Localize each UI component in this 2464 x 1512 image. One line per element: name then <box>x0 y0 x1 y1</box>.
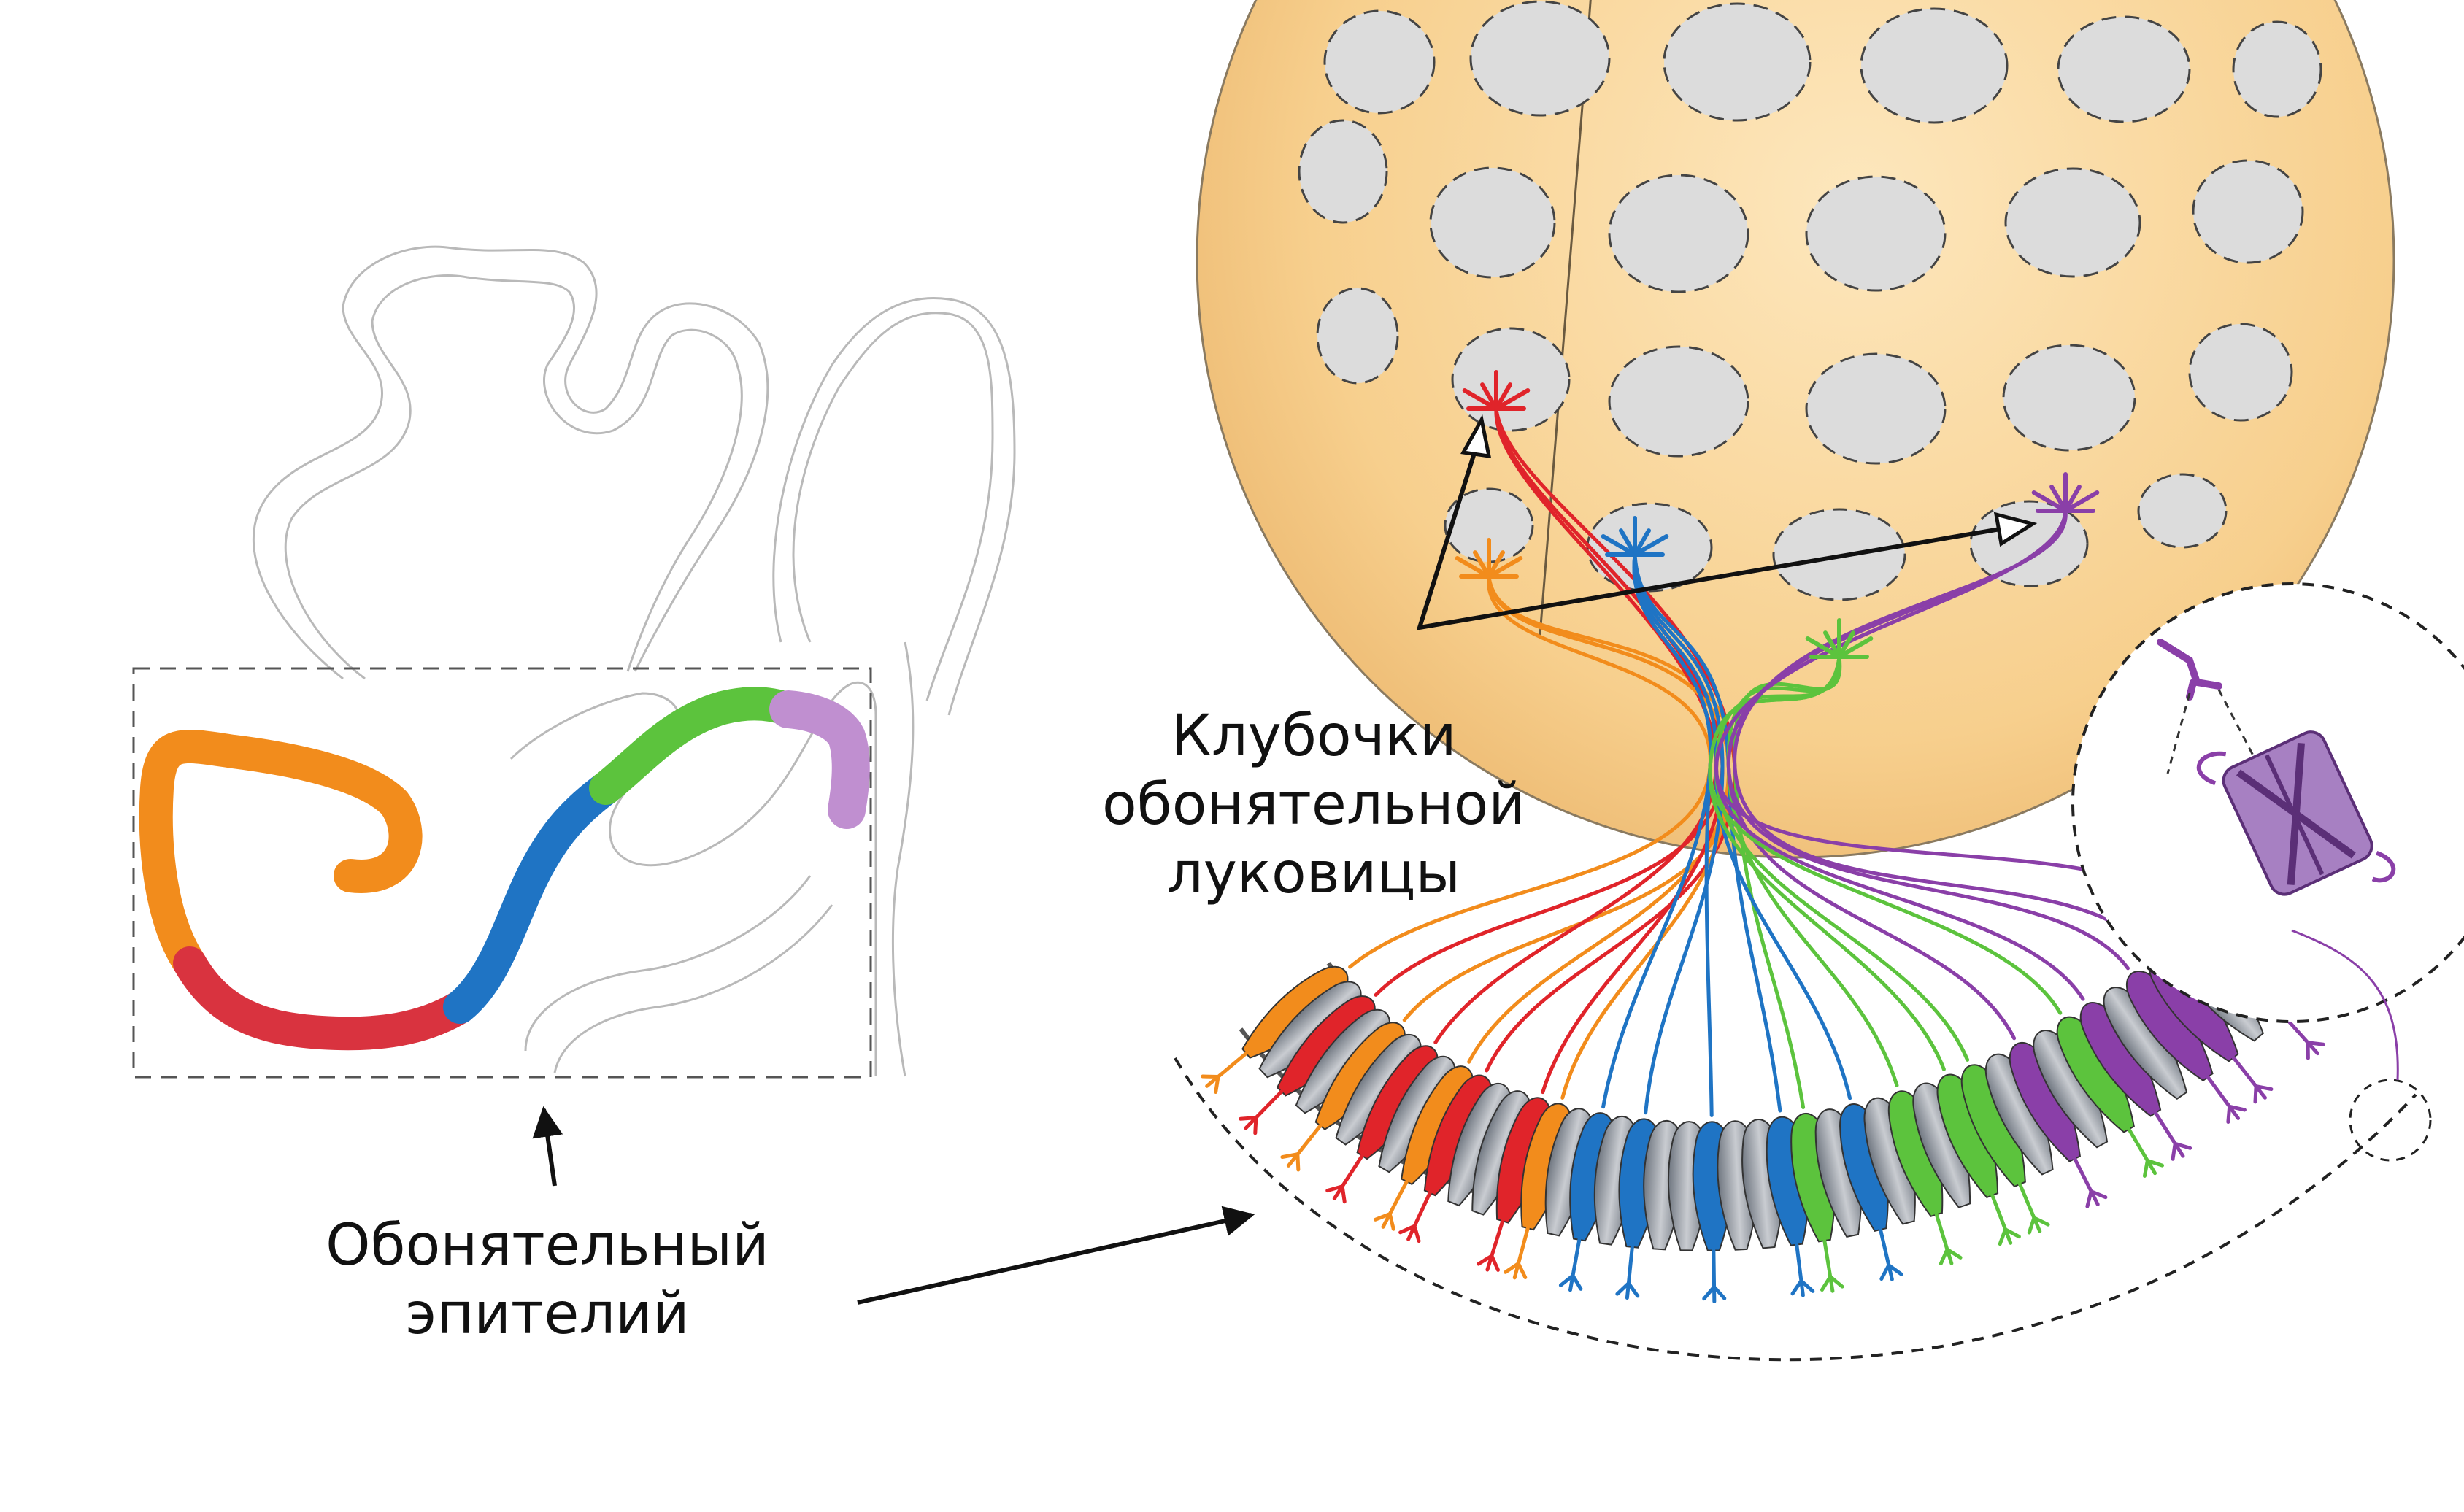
epithelium-label-line2: эпителий <box>405 1281 690 1347</box>
tuft-red <box>1462 370 1531 411</box>
receptor-protein-icon <box>2196 730 2396 896</box>
glomeruli-arrowhead-left <box>1460 414 1492 458</box>
epithelium-region-box <box>132 667 872 1079</box>
nasal-turbinate-outline <box>252 245 1016 1077</box>
glomeruli-label-line1: Клубочки <box>1171 703 1457 769</box>
glomeruli-label: Клубочки обонятельной луковицы <box>1022 702 1606 908</box>
glomeruli-label-line2: обонятельной <box>1101 772 1526 838</box>
axon-purple <box>1733 509 2152 954</box>
epithelium-zone-map <box>139 687 870 1051</box>
tuft-green <box>1805 618 1874 659</box>
receptor-protein-inset <box>2071 582 2464 1162</box>
zone-lilac <box>769 690 870 829</box>
axon-purple <box>1714 509 2195 917</box>
axon-green <box>1708 655 2063 1015</box>
zone-green <box>589 687 805 805</box>
zone-blue <box>443 771 623 1024</box>
epithelium-pointer-left <box>532 1106 563 1187</box>
tuft-purple <box>2031 472 2100 513</box>
receptor-neuron-green <box>1887 1090 1963 1266</box>
label-pointers <box>532 414 2038 1305</box>
receptor-neuron-orange <box>1280 1022 1406 1172</box>
axon-bundles <box>1348 406 2195 1117</box>
glomeruli-pointer-lines <box>1416 441 2022 630</box>
zone-orange <box>139 729 423 980</box>
receptor-neuron-green <box>2056 1016 2165 1178</box>
glomeruli-label-line3: луковицы <box>1166 841 1461 906</box>
tuft-orange <box>1455 538 1523 579</box>
zone-red <box>173 946 477 1051</box>
axon-blue <box>1633 552 1725 1115</box>
epithelium-label: Обонятельный эпителий <box>248 1211 847 1349</box>
glomeruli-grid <box>1298 0 2322 601</box>
epithelium-pointer-right <box>857 1206 1255 1305</box>
glomeruli-arrowhead-right <box>1993 512 2038 547</box>
epithelium-label-line1: Обонятельный <box>326 1213 769 1278</box>
glomerular-tufts <box>1455 370 2100 659</box>
tuft-blue <box>1601 516 1669 557</box>
